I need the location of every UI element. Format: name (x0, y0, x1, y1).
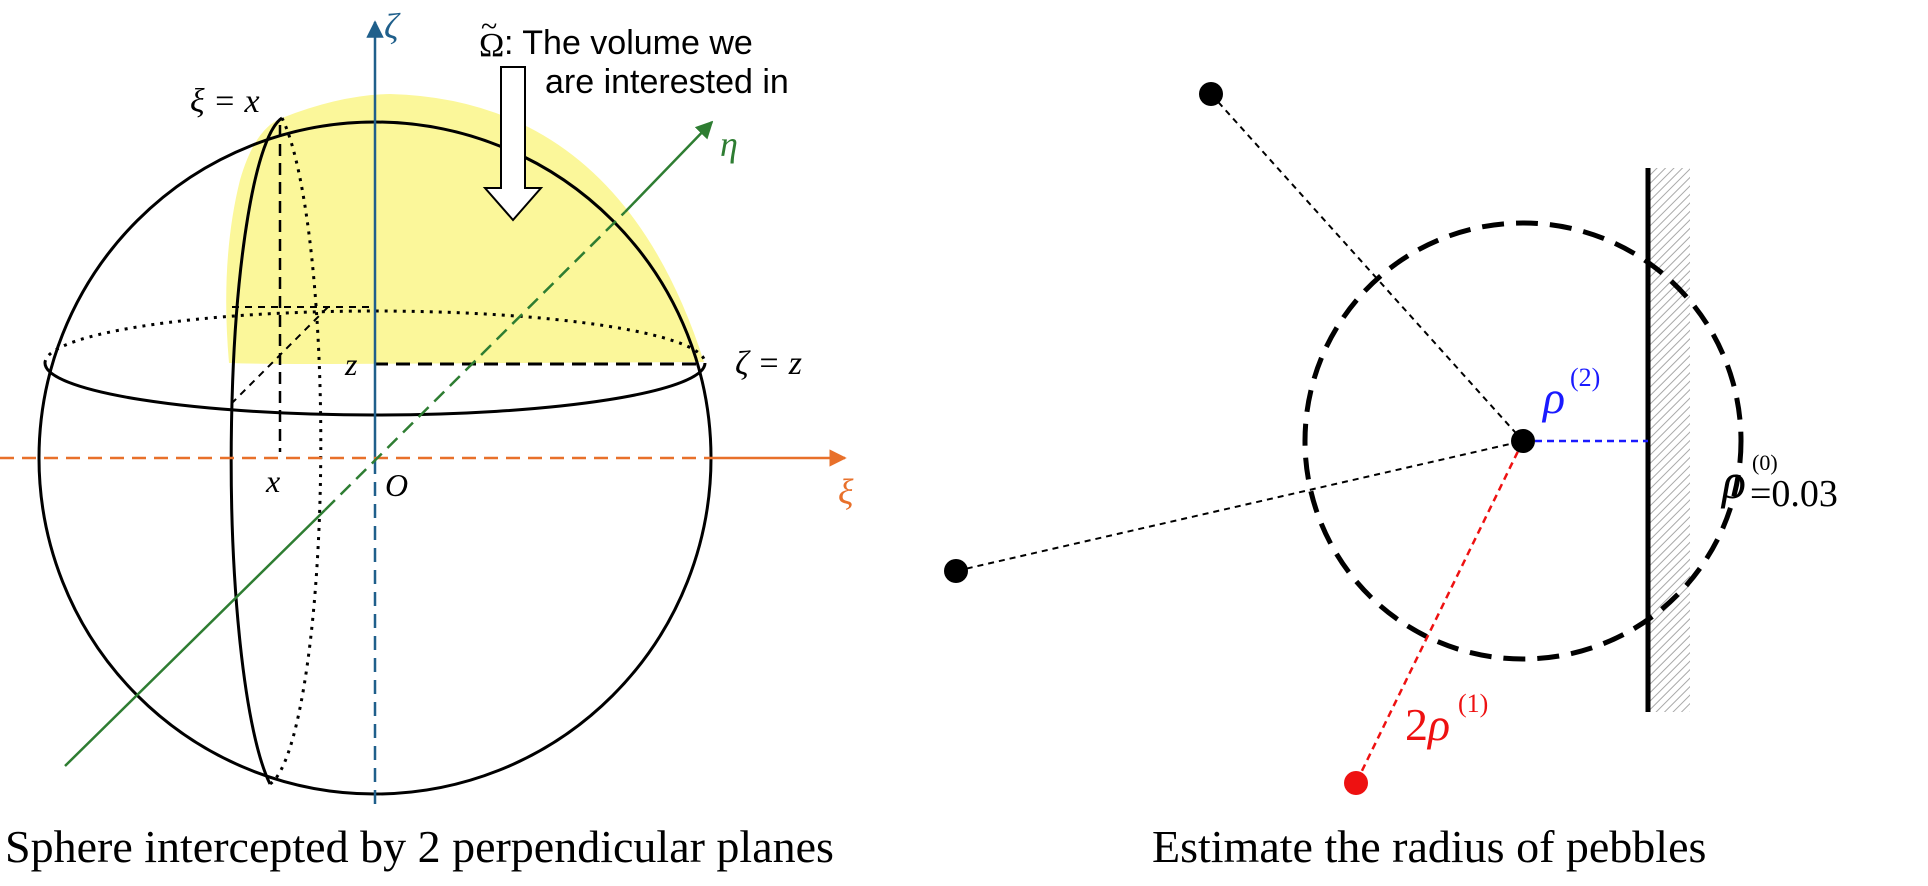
eta-axis-inside (324, 211, 626, 511)
xi-equals-x-label: ξ = x (190, 83, 260, 120)
x-label: x (265, 463, 280, 499)
omega-tilde: ~ (481, 10, 497, 43)
rho2-superscript: (2) (1570, 363, 1600, 392)
rho0-label: ρ (1720, 453, 1746, 509)
eta-axis-lower (64, 509, 326, 767)
center-point (1511, 429, 1535, 453)
inner-diag-line (229, 306, 329, 406)
rho0-value: =0.03 (1750, 473, 1838, 515)
eta-axis-upper (624, 120, 714, 213)
left-caption: Sphere intercepted by 2 perpendicular pl… (5, 821, 834, 872)
rho1-line (1354, 440, 1525, 784)
rho2-label: ρ (1541, 372, 1565, 423)
annotation-arrow-icon (482, 66, 544, 222)
pebble-diagram: ρ (2) 2 ρ (1) ρ (0) =0.03 Estimate the r… (944, 82, 1838, 872)
zeta-axis-label: ζ (384, 6, 401, 46)
rho1-coefficient: 2 (1405, 699, 1428, 750)
zeta-equals-z-label: ζ = z (735, 345, 802, 382)
red-neighbor-point (1344, 771, 1368, 795)
wall-hatch (1648, 168, 1690, 712)
origin-label: O (385, 467, 408, 503)
eta-axis-label: η (720, 124, 738, 164)
annotation-line-1: : The volume we (504, 24, 753, 62)
top-neighbor-point (1199, 82, 1223, 106)
z-label: z (344, 346, 358, 382)
left-neighbor-point (944, 559, 968, 583)
sphere-diagram: ζ η ξ ξ = x ζ = z x z O ~ Ω : The volume… (0, 6, 854, 872)
rho0-superscript: (0) (1752, 450, 1778, 475)
annotation-line-2: are interested in (545, 63, 789, 101)
volume-of-interest (226, 94, 704, 364)
left-neighbor-line (955, 440, 1524, 572)
pebble-radius-circle (1302, 220, 1744, 662)
rho1-superscript: (1) (1458, 689, 1488, 718)
meridian-front (229, 116, 283, 785)
xi-axis-label: ξ (838, 472, 854, 512)
top-neighbor-line (1210, 93, 1524, 442)
omega-symbol: Ω (479, 27, 504, 64)
right-caption: Estimate the radius of pebbles (1152, 821, 1706, 872)
rho1-label: ρ (1426, 699, 1450, 750)
